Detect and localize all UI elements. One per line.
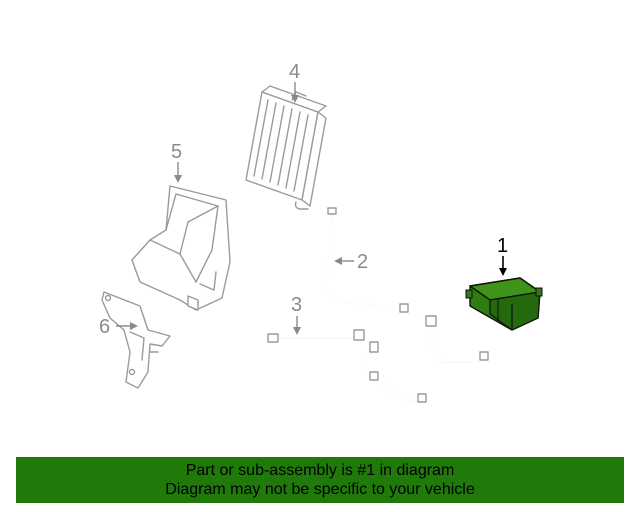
part-6-bracket[interactable] [101,291,171,389]
diagram-notice-banner: Part or sub-assembly is #1 in diagram Di… [16,457,624,503]
part-1-canister[interactable] [465,277,543,331]
arrow-5 [174,175,182,183]
arrow-4 [291,95,299,103]
arrow-3 [293,327,301,335]
notice-line-2: Diagram may not be specific to your vehi… [165,481,475,498]
part-4-oil-cooler[interactable] [245,85,327,210]
part-3-cooler-line[interactable] [267,329,427,403]
parts-diagram: 4 5 6 2 [99,61,543,403]
callout-5: 5 [171,141,182,163]
arrow-2 [334,257,342,265]
callout-2: 2 [357,251,368,273]
arrow-6 [130,322,138,330]
part-5-air-deflector[interactable] [131,185,231,311]
part-2-cooler-line[interactable] [324,207,489,363]
callout-1: 1 [497,235,508,257]
callout-3: 3 [291,294,302,316]
callout-6: 6 [99,316,110,338]
callout-4: 4 [289,61,300,83]
notice-line-1: Part or sub-assembly is #1 in diagram [185,462,455,479]
arrow-1 [499,268,507,276]
